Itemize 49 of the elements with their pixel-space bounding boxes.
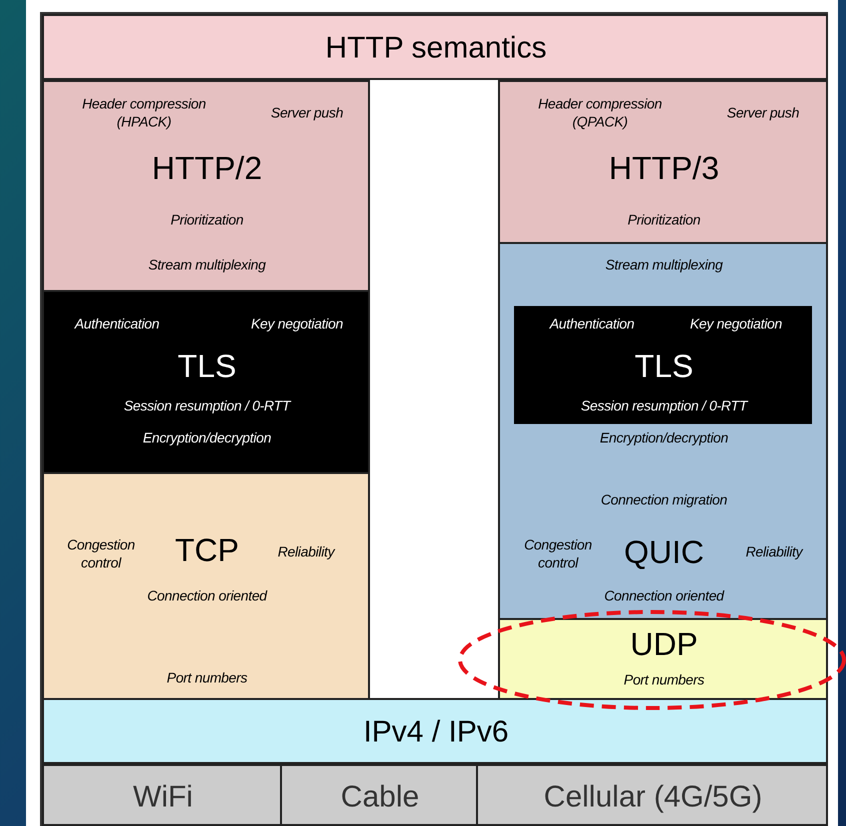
layer-box <box>476 764 828 826</box>
layer-box <box>42 80 370 292</box>
feature-label: Server push <box>270 104 344 122</box>
layer-title: TLS <box>176 347 238 386</box>
feature-label: Key negotiation <box>688 315 784 333</box>
layer-box <box>498 80 828 244</box>
feature-label: Authentication <box>73 315 160 333</box>
feature-label: Stream multiplexing <box>604 256 724 274</box>
feature-label: Encryption/decryption <box>598 429 730 447</box>
feature-label: Connection oriented <box>603 587 726 605</box>
layer-box <box>498 242 828 620</box>
layer-title: UDP <box>629 625 699 664</box>
layer-box <box>42 472 370 700</box>
feature-label: Connection migration <box>600 491 728 509</box>
feature-label: Port numbers <box>166 669 248 687</box>
feature-label: Server push <box>726 104 800 122</box>
layer-title: Cable <box>340 779 420 816</box>
feature-label: Reliability <box>744 543 804 561</box>
layer-box <box>42 764 282 826</box>
feature-label: Session resumption / 0-RTT <box>580 397 750 415</box>
feature-label: Prioritization <box>170 211 244 229</box>
layer-title: HTTP/2 <box>150 149 264 188</box>
layer-box <box>42 698 828 764</box>
feature-label: Key negotiation <box>250 315 344 333</box>
feature-label: Prioritization <box>626 211 702 229</box>
feature-label: Header compression (QPACK) <box>537 96 663 130</box>
layer-box <box>42 290 370 474</box>
layer-title: TLS <box>634 347 694 386</box>
layer-box <box>514 306 812 424</box>
feature-label: Header compression (HPACK) <box>81 96 207 130</box>
feature-label: Stream multiplexing <box>147 256 267 274</box>
layer-title: HTTP/3 <box>608 149 720 188</box>
layer-title: HTTP semantics <box>324 30 548 66</box>
feature-label: Port numbers <box>622 671 706 689</box>
layer-box <box>280 764 478 826</box>
feature-label: Congestion control <box>66 536 136 572</box>
feature-label: Authentication <box>548 315 636 333</box>
feature-label: Connection oriented <box>146 587 268 605</box>
layer-title: IPv4 / IPv6 <box>362 714 510 750</box>
feature-label: Encryption/decryption <box>142 429 272 447</box>
layer-title: TCP <box>174 531 240 570</box>
feature-label: Reliability <box>276 543 336 561</box>
layer-box <box>498 618 828 700</box>
layer-box <box>42 14 828 80</box>
layer-title: Cellular (4G/5G) <box>542 779 764 816</box>
feature-label: Congestion control <box>523 536 593 572</box>
layer-title: WiFi <box>132 779 194 816</box>
layer-title: QUIC <box>623 533 705 572</box>
feature-label: Session resumption / 0-RTT <box>122 397 292 415</box>
